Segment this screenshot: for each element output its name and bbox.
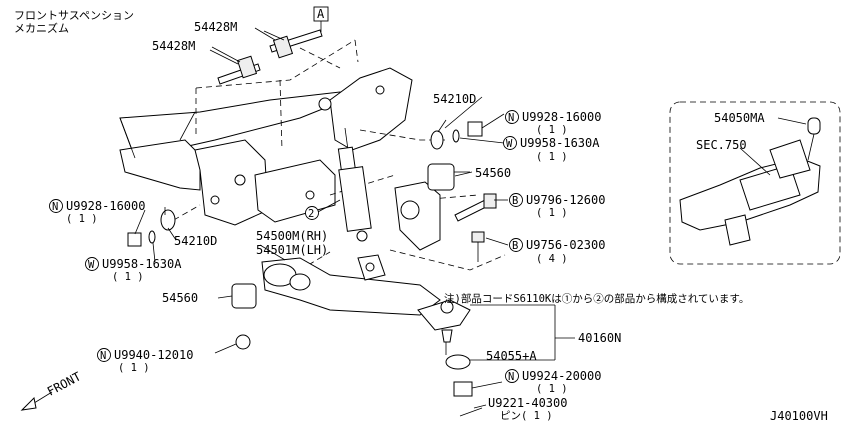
- qty-u9796: ( 1 ): [536, 207, 568, 219]
- label-54560-right: 54560: [475, 166, 511, 180]
- n-mark-icon: [505, 110, 519, 124]
- label-u9958-right: U9958-1630A: [520, 136, 600, 150]
- label-54501m: 54501M(LH): [256, 243, 328, 257]
- sub-u9221: ピン( 1 ): [500, 410, 553, 422]
- ball-joint-40160n: [417, 299, 471, 355]
- label-40160n: 40160N: [578, 331, 621, 345]
- bolt-54428m-left: [209, 49, 261, 85]
- qty-u9940: ( 1 ): [118, 362, 150, 374]
- svg-text:N: N: [508, 112, 514, 124]
- shock-absorber: [337, 127, 372, 242]
- upper-link: [394, 181, 441, 251]
- svg-text:B: B: [512, 240, 518, 252]
- front-label: FRONT: [45, 369, 83, 398]
- label-54210d-left: 54210D: [174, 234, 217, 248]
- svg-text:N: N: [100, 350, 106, 362]
- pin-u9221: [459, 407, 483, 417]
- label-u9221: U9221-40300: [488, 396, 567, 410]
- w-mark-icon: [85, 257, 99, 271]
- label-u9958-left: U9958-1630A: [102, 257, 182, 271]
- label-u9796: U9796-12600: [526, 193, 605, 207]
- assembly-note: 注)部品コードS6110Kは①から②の部品から構成されています。: [444, 292, 749, 305]
- frame-crossmember: [119, 67, 413, 226]
- label-54560-left: 54560: [162, 291, 198, 305]
- nut-u9924: [453, 381, 473, 397]
- bushing-54560-left: [231, 283, 257, 309]
- front-arrow-icon: [20, 391, 53, 411]
- qty-u9928-right: ( 1 ): [536, 124, 568, 136]
- b-mark-icon: [509, 193, 523, 207]
- qty-u9924: ( 1 ): [536, 383, 568, 395]
- n-mark-icon: [49, 199, 63, 213]
- washer-u9958-left: [148, 230, 156, 244]
- label-sec750: SEC.750: [696, 138, 747, 152]
- svg-text:A: A: [317, 7, 325, 21]
- label-54500m: 54500M(RH): [256, 229, 328, 243]
- label-54428m-left: 54428M: [152, 39, 195, 53]
- bolt-u9796: [454, 193, 497, 222]
- leader-lines: [134, 30, 807, 409]
- label-u9924: U9924-20000: [522, 369, 601, 383]
- n-mark-icon: [505, 369, 519, 383]
- svg-text:W: W: [506, 138, 513, 150]
- svg-text:N: N: [52, 201, 58, 213]
- nut-u9928-left: [127, 232, 142, 247]
- svg-text:2: 2: [308, 208, 314, 220]
- washer-u9958-right: [452, 129, 460, 143]
- svg-text:N: N: [508, 371, 514, 383]
- diagram-code: J40100VH: [770, 409, 828, 423]
- label-54055: 54055+A: [486, 349, 537, 363]
- washer-54210d-right: [430, 130, 444, 150]
- n-mark-icon: [97, 348, 111, 362]
- qty-u9958-right: ( 1 ): [536, 151, 568, 163]
- boot-54055: [445, 354, 471, 370]
- qty-u9928-left: ( 1 ): [66, 213, 98, 225]
- label-u9928-right: U9928-16000: [522, 110, 601, 124]
- label-u9940: U9940-12010: [114, 348, 193, 362]
- title-line2: メカニズム: [14, 21, 69, 35]
- label-54210d-right: 54210D: [433, 92, 476, 106]
- qty-u9958-left: ( 1 ): [112, 271, 144, 283]
- washer-54210d-left: [160, 209, 176, 231]
- svg-text:W: W: [88, 259, 95, 271]
- nut-u9940: [235, 334, 251, 350]
- bolt-54428m-top: [254, 27, 323, 59]
- b-mark-icon: [509, 238, 523, 252]
- bolt-u9756: [471, 231, 485, 262]
- label-u9756: U9756-02300: [526, 238, 605, 252]
- bushing-54560-right: [427, 163, 455, 191]
- qty-u9756: ( 4 ): [536, 253, 568, 265]
- nut-u9928-right: [467, 121, 483, 137]
- label-54050ma: 54050MA: [714, 111, 765, 125]
- inset-sec750: [669, 101, 841, 265]
- title-line1: フロントサスペンション: [14, 9, 134, 22]
- label-u9928-left: U9928-16000: [66, 199, 145, 213]
- lower-link-54500m: [261, 254, 441, 316]
- w-mark-icon: [503, 136, 517, 150]
- callout-2-icon: [305, 206, 319, 220]
- svg-text:B: B: [512, 195, 518, 207]
- label-54428m-top: 54428M: [194, 20, 237, 34]
